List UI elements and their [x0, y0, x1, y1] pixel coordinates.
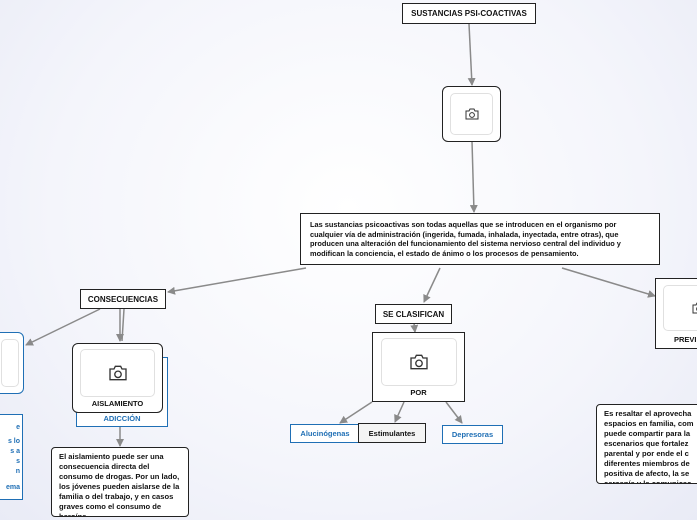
left-fragment: s [16, 458, 20, 465]
left-fragment: n [15, 468, 20, 475]
left-fragment: e [16, 424, 20, 431]
aislamiento-text: El aislamiento puede ser una consecuenci… [59, 452, 180, 517]
type-label: Estimulantes [368, 428, 416, 438]
edge-root-image [467, 23, 476, 86]
definition-node[interactable]: Las sustancias psicoactivas son todas aq… [300, 213, 660, 265]
image-placeholder [1, 339, 19, 387]
left-image-node[interactable] [0, 332, 24, 394]
clasifican-label: SE CLASIFICAN [382, 309, 445, 319]
edge-consecuencias-left [25, 308, 101, 346]
edge-image-definition [469, 140, 478, 213]
type-label: Depresoras [451, 430, 494, 439]
prevencion-node[interactable]: PREVI [655, 278, 697, 349]
edge-por-estimulantes [394, 401, 405, 423]
por-label: POR [410, 388, 427, 397]
type-depresoras[interactable]: Depresoras [442, 425, 503, 444]
por-node[interactable]: POR [372, 332, 465, 402]
edge-definition-prevencion [561, 267, 656, 298]
left-fragment: ema [5, 484, 20, 491]
prevencion-text: Es resaltar el aprovecha espacios en fam… [604, 409, 694, 484]
prevencion-label: PREVI [674, 335, 697, 344]
left-fragment: s a [10, 448, 20, 455]
left-text-node[interactable]: e s lo s a s n ema [0, 414, 23, 500]
edge-consecuencias-adiccion [121, 308, 125, 342]
type-label: Alucinógenas [300, 429, 350, 438]
type-alucinogenas[interactable]: Alucinógenas [290, 424, 360, 443]
edge-por-depresoras [445, 401, 463, 424]
edge-clasifican-por [410, 322, 419, 333]
edge-definition-clasifican [423, 267, 441, 303]
image-placeholder [80, 349, 155, 397]
adiccion-label: ADICCIÓN [103, 414, 141, 423]
prevencion-text-node[interactable]: Es resaltar el aprovecha espacios en fam… [596, 404, 697, 484]
image-placeholder [381, 338, 457, 386]
type-estimulantes[interactable]: Estimulantes [358, 423, 426, 443]
left-fragment: s lo [7, 438, 20, 445]
aislamiento-label: AISLAMIENTO [91, 399, 144, 408]
consecuencias-label: CONSECUENCIAS [87, 294, 159, 304]
edge-por-alucinogenas [339, 401, 373, 424]
clasifican-node[interactable]: SE CLASIFICAN [375, 304, 452, 324]
camera-icon [465, 108, 478, 120]
consecuencias-node[interactable]: CONSECUENCIAS [80, 289, 166, 309]
definition-text: Las sustancias psicoactivas son todas aq… [310, 220, 621, 258]
camera-icon [108, 365, 127, 381]
aislamiento-node[interactable]: AISLAMIENTO [72, 343, 163, 413]
edge-definition-consecuencias [167, 267, 307, 295]
root-topic[interactable]: SUSTANCIAS PSI-COACTIVAS [402, 3, 536, 24]
root-title: SUSTANCIAS PSI-COACTIVAS [411, 9, 527, 18]
image-placeholder [663, 285, 697, 331]
root-image-node[interactable] [442, 86, 501, 142]
aislamiento-text-node[interactable]: El aislamiento puede ser una consecuenci… [51, 447, 189, 517]
image-placeholder [450, 93, 493, 135]
camera-icon [410, 354, 428, 370]
camera-icon [692, 302, 697, 314]
